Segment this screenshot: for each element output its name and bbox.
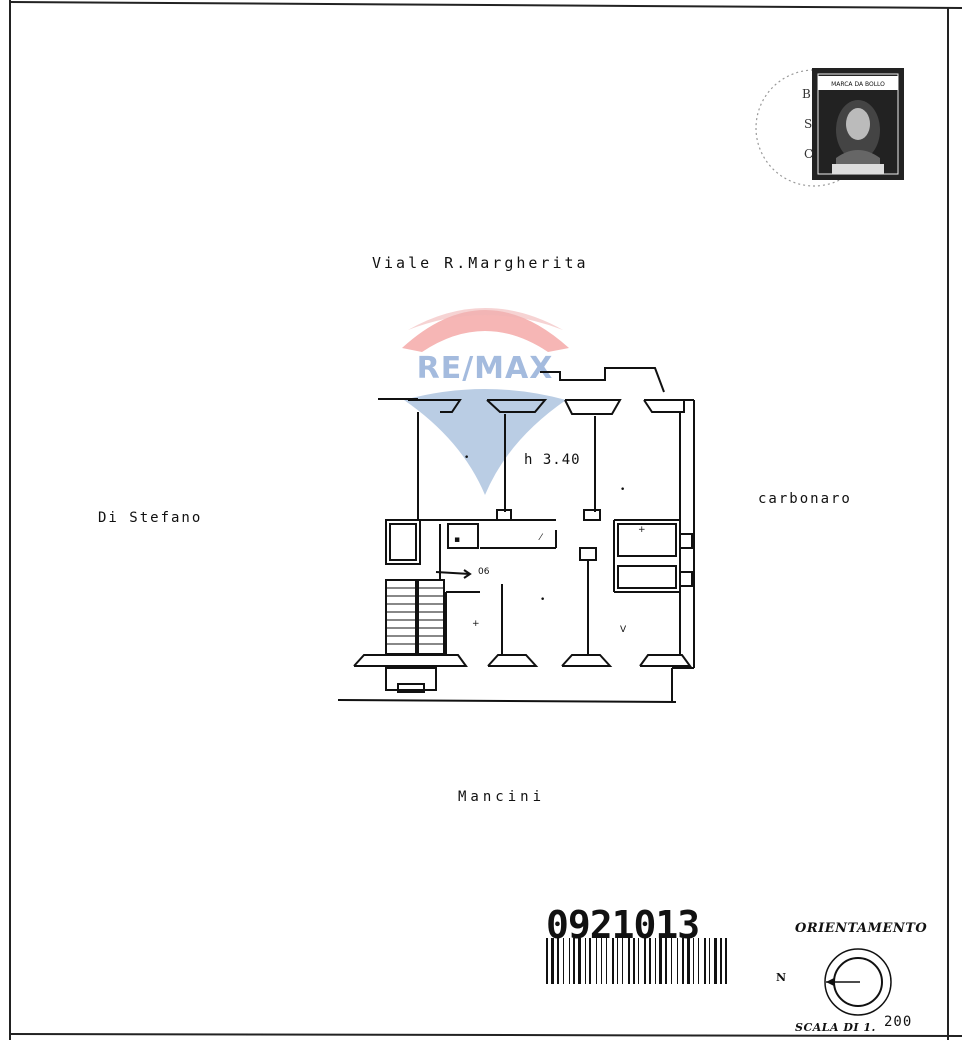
svg-text:•: •: [464, 453, 469, 463]
svg-text:+: +: [638, 525, 646, 535]
barcode-bar: [546, 938, 548, 984]
barcode: [546, 938, 727, 984]
svg-text:•: •: [620, 485, 625, 495]
barcode-bar: [628, 938, 630, 984]
barcode-bar: [720, 938, 722, 984]
barcode-bar: [677, 938, 678, 984]
barcode-bar: [638, 938, 639, 984]
barcode-bar: [644, 938, 646, 984]
barcode-bar: [709, 938, 710, 984]
barcode-bar: [578, 938, 581, 984]
watermark-brand: RE/MAX: [417, 351, 554, 386]
barcode-bar: [569, 938, 570, 984]
remax-watermark: RE/MAX: [402, 308, 569, 495]
orientation-title: ORIENTAMENTO: [795, 921, 928, 936]
street-label-west: Di Stefano: [98, 510, 203, 526]
scale-label: SCALA DI 1.: [795, 1021, 876, 1034]
barcode-bar: [563, 938, 564, 984]
svg-text:V: V: [620, 625, 627, 635]
street-label-east: carbonaro: [758, 491, 852, 507]
svg-text:06: 06: [478, 567, 490, 577]
compass-rose-icon: [824, 948, 892, 1016]
barcode-bar: [589, 938, 591, 984]
svg-text:B: B: [802, 87, 811, 101]
barcode-bar: [649, 938, 651, 984]
barcode-bar: [698, 938, 699, 984]
barcode-bar: [596, 938, 597, 984]
barcode-bar: [693, 938, 694, 984]
barcode-bar: [557, 938, 559, 984]
room-height-label: h 3.40: [524, 452, 581, 468]
barcode-bar: [617, 938, 618, 984]
barcode-bar: [612, 938, 614, 984]
document-number: 0921013: [546, 903, 700, 947]
scale-value: 200: [884, 1014, 913, 1030]
street-label-north: Viale R.Margherita: [372, 254, 589, 272]
barcode-bar: [551, 938, 554, 984]
barcode-bar: [671, 938, 672, 984]
svg-text:S: S: [804, 117, 812, 131]
barcode-bar: [601, 938, 602, 984]
barcode-bar: [573, 938, 575, 984]
stamp-text: MARCA DA BOLLO: [831, 81, 885, 88]
barcode-bar: [665, 938, 667, 984]
svg-text:+: +: [472, 619, 480, 629]
barcode-bar: [704, 938, 706, 984]
barcode-bar: [655, 938, 656, 984]
barcode-bar: [725, 938, 727, 984]
barcode-bar: [633, 938, 635, 984]
svg-text:▪: ▪: [454, 535, 460, 545]
barcode-bar: [622, 938, 623, 984]
svg-text:⁄: ⁄: [538, 533, 544, 543]
revenue-stamp: MARCA DA BOLLO B S C: [755, 68, 904, 187]
barcode-bar: [659, 938, 662, 984]
barcode-bar: [687, 938, 690, 984]
barcode-bar: [682, 938, 684, 984]
barcode-bar: [606, 938, 607, 984]
svg-text:C: C: [804, 147, 813, 161]
north-label: N: [776, 971, 787, 984]
street-label-south: Mancini: [458, 789, 546, 805]
barcode-bar: [714, 938, 717, 984]
barcode-bar: [585, 938, 586, 984]
svg-text:•: •: [540, 595, 545, 605]
